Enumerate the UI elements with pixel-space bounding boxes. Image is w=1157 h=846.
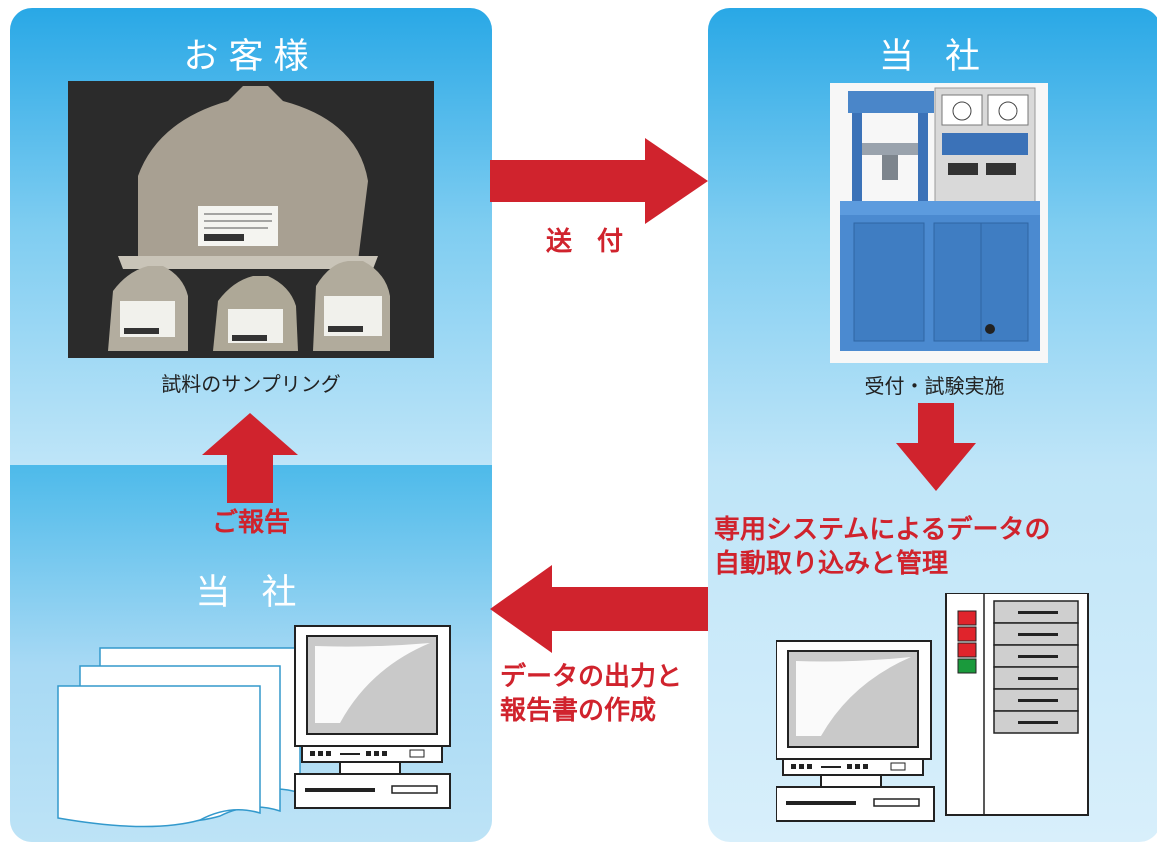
send-label: 送 付 [546, 227, 632, 257]
up-arrow [200, 413, 300, 503]
output-report-label: データの出力と 報告書の作成 [500, 660, 710, 728]
company-title-lower: 当 社 [195, 573, 307, 613]
company-panel: 当 社 受付・試験実施 [708, 8, 1157, 842]
down-arrow [896, 403, 976, 491]
customer-panel: お客様 試料のサンプリング [10, 8, 492, 842]
system-management-label: 専用システムによるデータの 自動取り込みと管理 [714, 513, 1154, 581]
customer-title: お客様 [183, 37, 319, 77]
testing-machine-photo [830, 83, 1048, 363]
sampling-caption: 試料のサンプリング [161, 372, 341, 396]
testing-caption: 受付・試験実施 [864, 374, 1005, 398]
system-label-line1: 専用システムによるデータの [714, 515, 1051, 545]
output-label-line2: 報告書の作成 [500, 696, 657, 726]
workstation-illustration [776, 593, 1096, 828]
output-arrow [490, 565, 708, 653]
output-label-line1: データの出力と [500, 662, 683, 692]
company-title: 当 社 [878, 37, 991, 77]
reports-and-pc-illustration [40, 608, 460, 833]
send-arrow [490, 138, 708, 224]
system-label-line2: 自動取り込みと管理 [714, 549, 949, 579]
sample-bags-photo [68, 81, 434, 358]
report-label: ご報告 [211, 508, 290, 538]
